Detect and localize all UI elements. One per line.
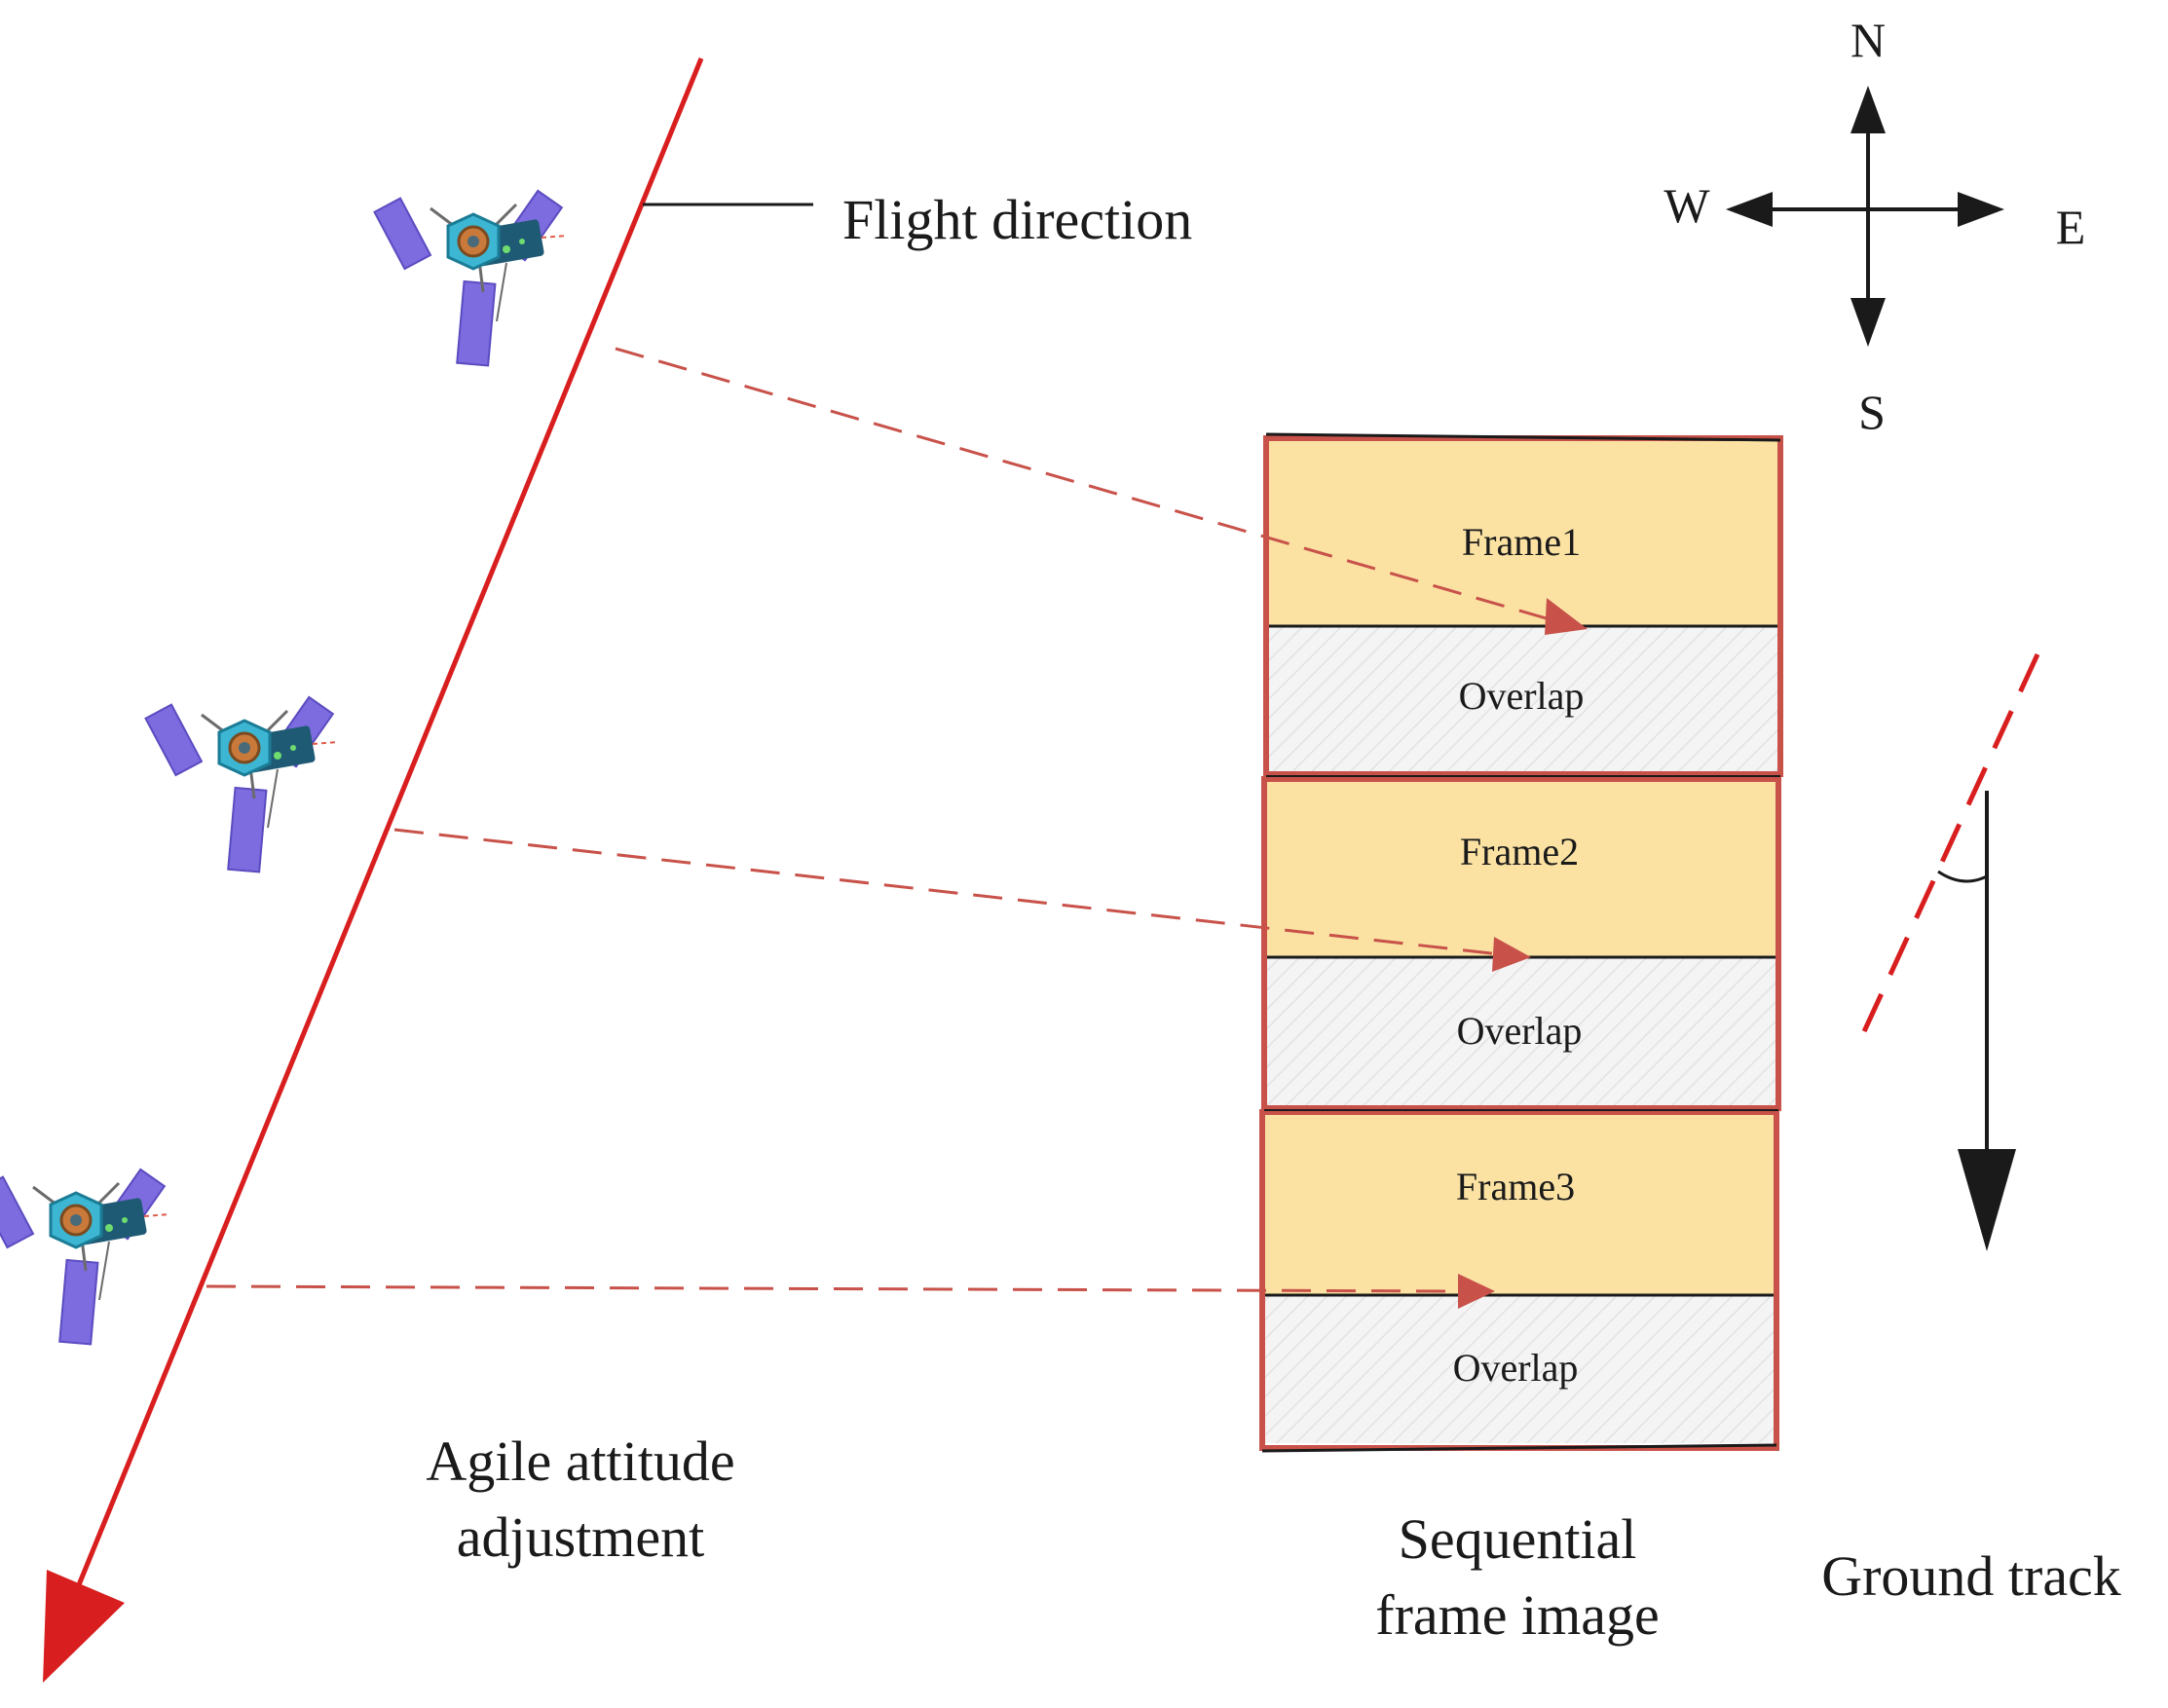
overlap-label: Overlap xyxy=(1457,1009,1583,1053)
projection-arrow xyxy=(393,828,1531,972)
projection-arrow xyxy=(206,1274,1495,1309)
agile-attitude-label-line2: adjustment xyxy=(457,1505,705,1569)
ground-track-diagram xyxy=(1857,652,2040,1251)
sequential-frame-label-line2: frame image xyxy=(1375,1583,1659,1647)
compass-west-label: W xyxy=(1663,178,1710,233)
flight-direction-arrow xyxy=(43,57,704,1683)
frame-label: Frame2 xyxy=(1460,830,1579,873)
compass-north-label: N xyxy=(1850,13,1886,67)
compass-icon: N S E W xyxy=(1663,13,2085,439)
sequential-frame-strip: Frame1 Overlap Frame2 Overlap Frame3 Ove… xyxy=(1259,432,1783,1453)
flight-direction-label: Flight direction xyxy=(842,188,1192,251)
overlap-label: Overlap xyxy=(1459,674,1585,718)
satellite-icon xyxy=(373,189,569,367)
frame-label: Frame1 xyxy=(1462,520,1581,564)
compass-east-label: E xyxy=(2056,200,2086,254)
ground-track-label: Ground track xyxy=(1821,1544,2121,1608)
overlap-label: Overlap xyxy=(1453,1346,1579,1390)
sequential-frame-label: Sequential xyxy=(1399,1507,1637,1571)
satellite-icon xyxy=(144,695,340,873)
frame-label: Frame3 xyxy=(1456,1165,1575,1208)
compass-south-label: S xyxy=(1858,385,1886,439)
agile-attitude-label: Agile attitude xyxy=(426,1430,734,1493)
satellite-icon xyxy=(0,1168,171,1346)
projection-arrow xyxy=(615,347,1588,635)
